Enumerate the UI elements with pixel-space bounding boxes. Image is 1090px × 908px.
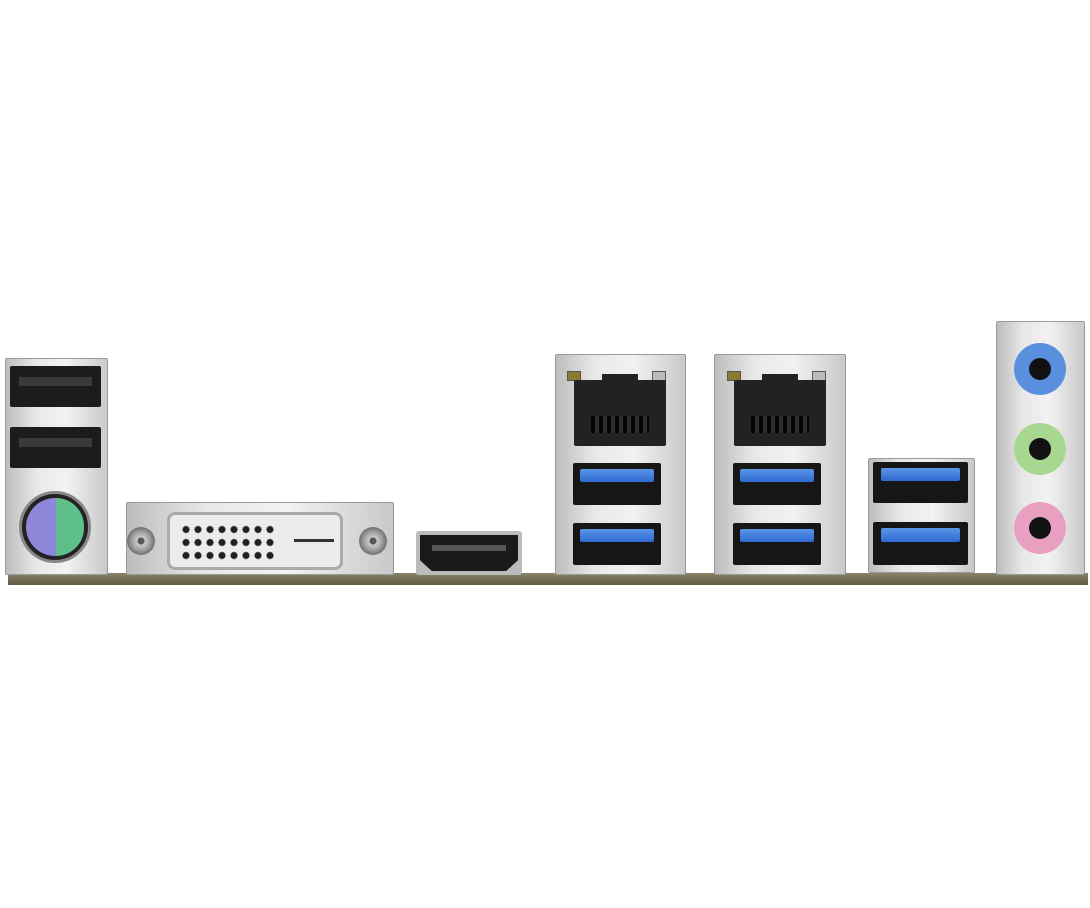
usb2-port-2[interactable] [10,427,101,468]
usb3-port-3[interactable] [733,463,821,505]
usb3-port-2[interactable] [573,523,661,565]
usb3-port-4[interactable] [733,523,821,565]
dvi-port[interactable] [167,512,343,570]
audio-mic-jack[interactable] [1014,502,1066,554]
lan-port-1[interactable] [574,374,666,446]
usb3-port-6[interactable] [873,522,968,565]
usb2-port-1[interactable] [10,366,101,407]
hdmi-port[interactable] [416,531,522,575]
dvi-screw-right [359,527,387,555]
ps2-combo-port[interactable] [19,491,91,563]
usb3-port-1[interactable] [573,463,661,505]
audio-line-out-jack[interactable] [1014,423,1066,475]
motherboard-pcb-edge [8,573,1088,585]
dvi-blade [294,539,334,542]
dvi-screw-left [127,527,155,555]
ps2-keyboard-half [56,498,84,556]
usb3-port-5[interactable] [873,462,968,503]
lan-port-2[interactable] [734,374,826,446]
audio-line-in-jack[interactable] [1014,343,1066,395]
dvi-pins [180,523,276,561]
ps2-mouse-half [26,498,56,556]
